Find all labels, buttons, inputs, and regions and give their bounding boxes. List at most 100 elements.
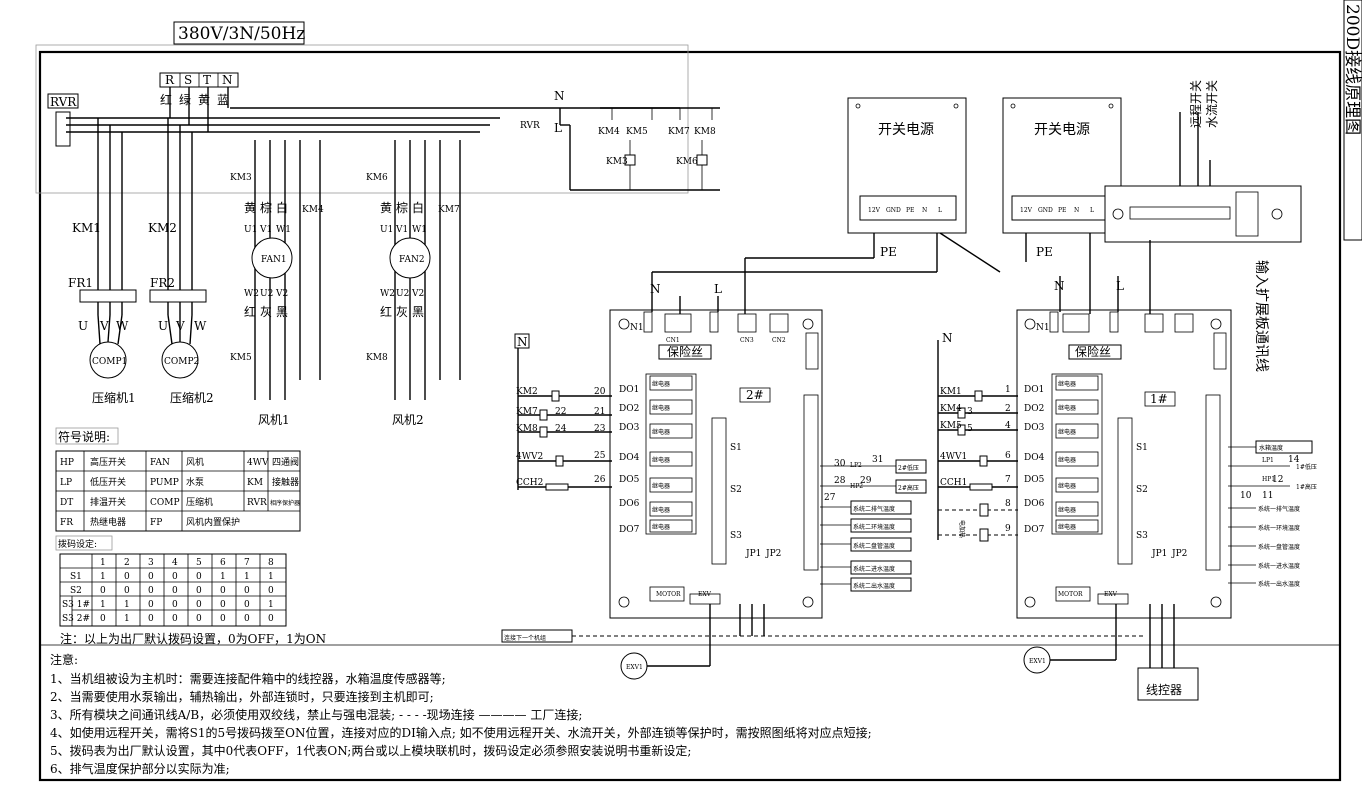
power-label: 380V/3N/50Hz xyxy=(178,24,305,44)
dip-cell: 0 xyxy=(148,600,154,610)
board1-id: 1# xyxy=(1150,392,1168,406)
board1-motor: MOTOR xyxy=(1058,591,1083,598)
psu-left-pe: PE xyxy=(880,245,897,259)
legend-r1c3: 水泵 xyxy=(186,476,204,488)
board2-do4: DO4 xyxy=(619,453,640,463)
fan1-color-gray: 灰 xyxy=(260,305,272,319)
dip-cell: 0 xyxy=(244,600,250,610)
dip-h4: 4 xyxy=(172,558,178,568)
km5-label: KM5 xyxy=(230,353,252,363)
fan1-u1: U1 xyxy=(244,225,257,235)
board2-sensor-hp: 2#高压 xyxy=(898,484,919,492)
legend-title: 符号说明: xyxy=(58,429,110,444)
board2-s3: S3 xyxy=(730,531,742,541)
dip-cell: 0 xyxy=(172,586,178,596)
coil-group: KM4 KM5 KM7 KM8 KM3 KM6 xyxy=(598,107,720,190)
board2-sensor-outlet: 系统二出水温度 xyxy=(853,582,895,590)
terminal-n: N xyxy=(222,73,233,87)
rvr-box xyxy=(47,93,79,109)
legend-r0c1: 高压开关 xyxy=(90,456,126,468)
dip-h6: 6 xyxy=(220,558,226,568)
km6-label: KM6 xyxy=(366,173,388,183)
km8-label: KM8 xyxy=(366,353,388,363)
board1-num-3: 3 xyxy=(967,407,973,417)
side-title-box xyxy=(1343,0,1362,241)
board1-num-7: 7 xyxy=(1005,475,1011,485)
board2-in-cch2: CCH2 xyxy=(516,478,543,488)
dip-h8: 8 xyxy=(268,558,274,568)
note-6: 6、排气温度保护部分以实际为准; xyxy=(50,761,230,776)
expansion-board xyxy=(1104,112,1302,243)
remote-switch-label: 远程开关 xyxy=(1188,80,1203,128)
fan2-label: FAN2 xyxy=(399,255,425,265)
dip-h3: 3 xyxy=(148,558,154,568)
board2-relay-2: 继电器 xyxy=(652,404,670,412)
coil-km4: KM4 xyxy=(598,127,620,137)
dip-table xyxy=(59,553,287,627)
legend-r0c0: HP xyxy=(60,458,74,468)
fan2-u2: U2 xyxy=(396,289,409,299)
dip-h5: 5 xyxy=(196,558,202,568)
board1-num-4: 4 xyxy=(1005,421,1011,431)
board2-cn2: CN2 xyxy=(772,337,786,344)
fan2-branch xyxy=(389,140,461,400)
dip-cell: 1 xyxy=(244,572,250,582)
board2-relay-1: 继电器 xyxy=(652,380,670,388)
board1-input-lines xyxy=(937,340,1018,542)
board1-relay-7: 继电器 xyxy=(1058,523,1076,531)
w-label-1: W xyxy=(116,319,129,333)
expansion-comm-label: 输入扩展板通讯线 xyxy=(1253,260,1269,372)
compressor1-label: 压缩机1 xyxy=(92,390,136,405)
dip-title-box xyxy=(55,535,113,551)
fan2-w1: W1 xyxy=(412,225,427,235)
fan1-color-brown: 棕 xyxy=(260,200,272,215)
psu-right-pin-l: L xyxy=(1090,207,1094,214)
dip-cell: 0 xyxy=(244,586,250,596)
board1-do5: DO5 xyxy=(1024,475,1045,485)
psu-left-pin-pe: PE xyxy=(906,207,914,214)
coil-km7: KM7 xyxy=(668,127,690,137)
dip-row-name: S3 1# xyxy=(62,600,90,610)
board2-sensor-boxes xyxy=(820,459,927,592)
legend-r1c1: 低压开关 xyxy=(90,476,126,488)
board1-sensor-inlet: 系统一进水温度 xyxy=(1258,562,1300,570)
board1-s3: S3 xyxy=(1136,531,1148,541)
board2-relay-3: 继电器 xyxy=(652,428,670,436)
n-label-top: N xyxy=(554,89,565,103)
board1-in-km5: KM5 xyxy=(940,421,962,431)
board2-fuse: 保险丝 xyxy=(667,344,703,359)
board2-relays xyxy=(649,375,693,533)
dip-row-name: S1 xyxy=(70,572,82,582)
fan2-caption: 风机2 xyxy=(392,413,424,427)
color-yellow: 黄 xyxy=(198,93,210,107)
legend-r3c1: 热继电器 xyxy=(90,516,126,528)
km3-label: KM3 xyxy=(230,173,252,183)
board2-do3: DO3 xyxy=(619,423,640,433)
board2-relay-5: 继电器 xyxy=(652,482,670,490)
dip-cell: 1 xyxy=(268,572,274,582)
km7-label: KM7 xyxy=(438,205,460,215)
lp1-label: LP1 xyxy=(1262,457,1274,464)
terminal-s: S xyxy=(184,73,192,87)
board1-l-label: L xyxy=(1116,279,1124,293)
board2-id: 2# xyxy=(746,388,764,402)
comp2-label: COMP2 xyxy=(164,357,199,367)
fr1-label: FR1 xyxy=(68,276,93,290)
board1-sensor-lp: 1#低压 xyxy=(1296,463,1317,471)
legend-r2c1: 排温开关 xyxy=(90,496,126,508)
board2-do6: DO6 xyxy=(619,499,640,509)
dip-cell: 1 xyxy=(220,572,226,582)
board2-motor: MOTOR xyxy=(656,591,681,598)
fan1-w1: W1 xyxy=(276,225,291,235)
board2-relay-4: 继电器 xyxy=(652,456,670,464)
color-blue: 蓝 xyxy=(217,93,229,107)
dip-cell: 0 xyxy=(220,600,226,610)
legend-r1c0: LP xyxy=(60,478,72,488)
legend-r1c4: KM xyxy=(247,478,263,488)
board2-cn1: CN1 xyxy=(666,337,680,344)
board2-do1: DO1 xyxy=(619,385,639,395)
board1-n1: N1 xyxy=(1036,323,1050,333)
board1-num-8: 8 xyxy=(1005,499,1011,509)
board1-relay-5: 继电器 xyxy=(1058,482,1076,490)
